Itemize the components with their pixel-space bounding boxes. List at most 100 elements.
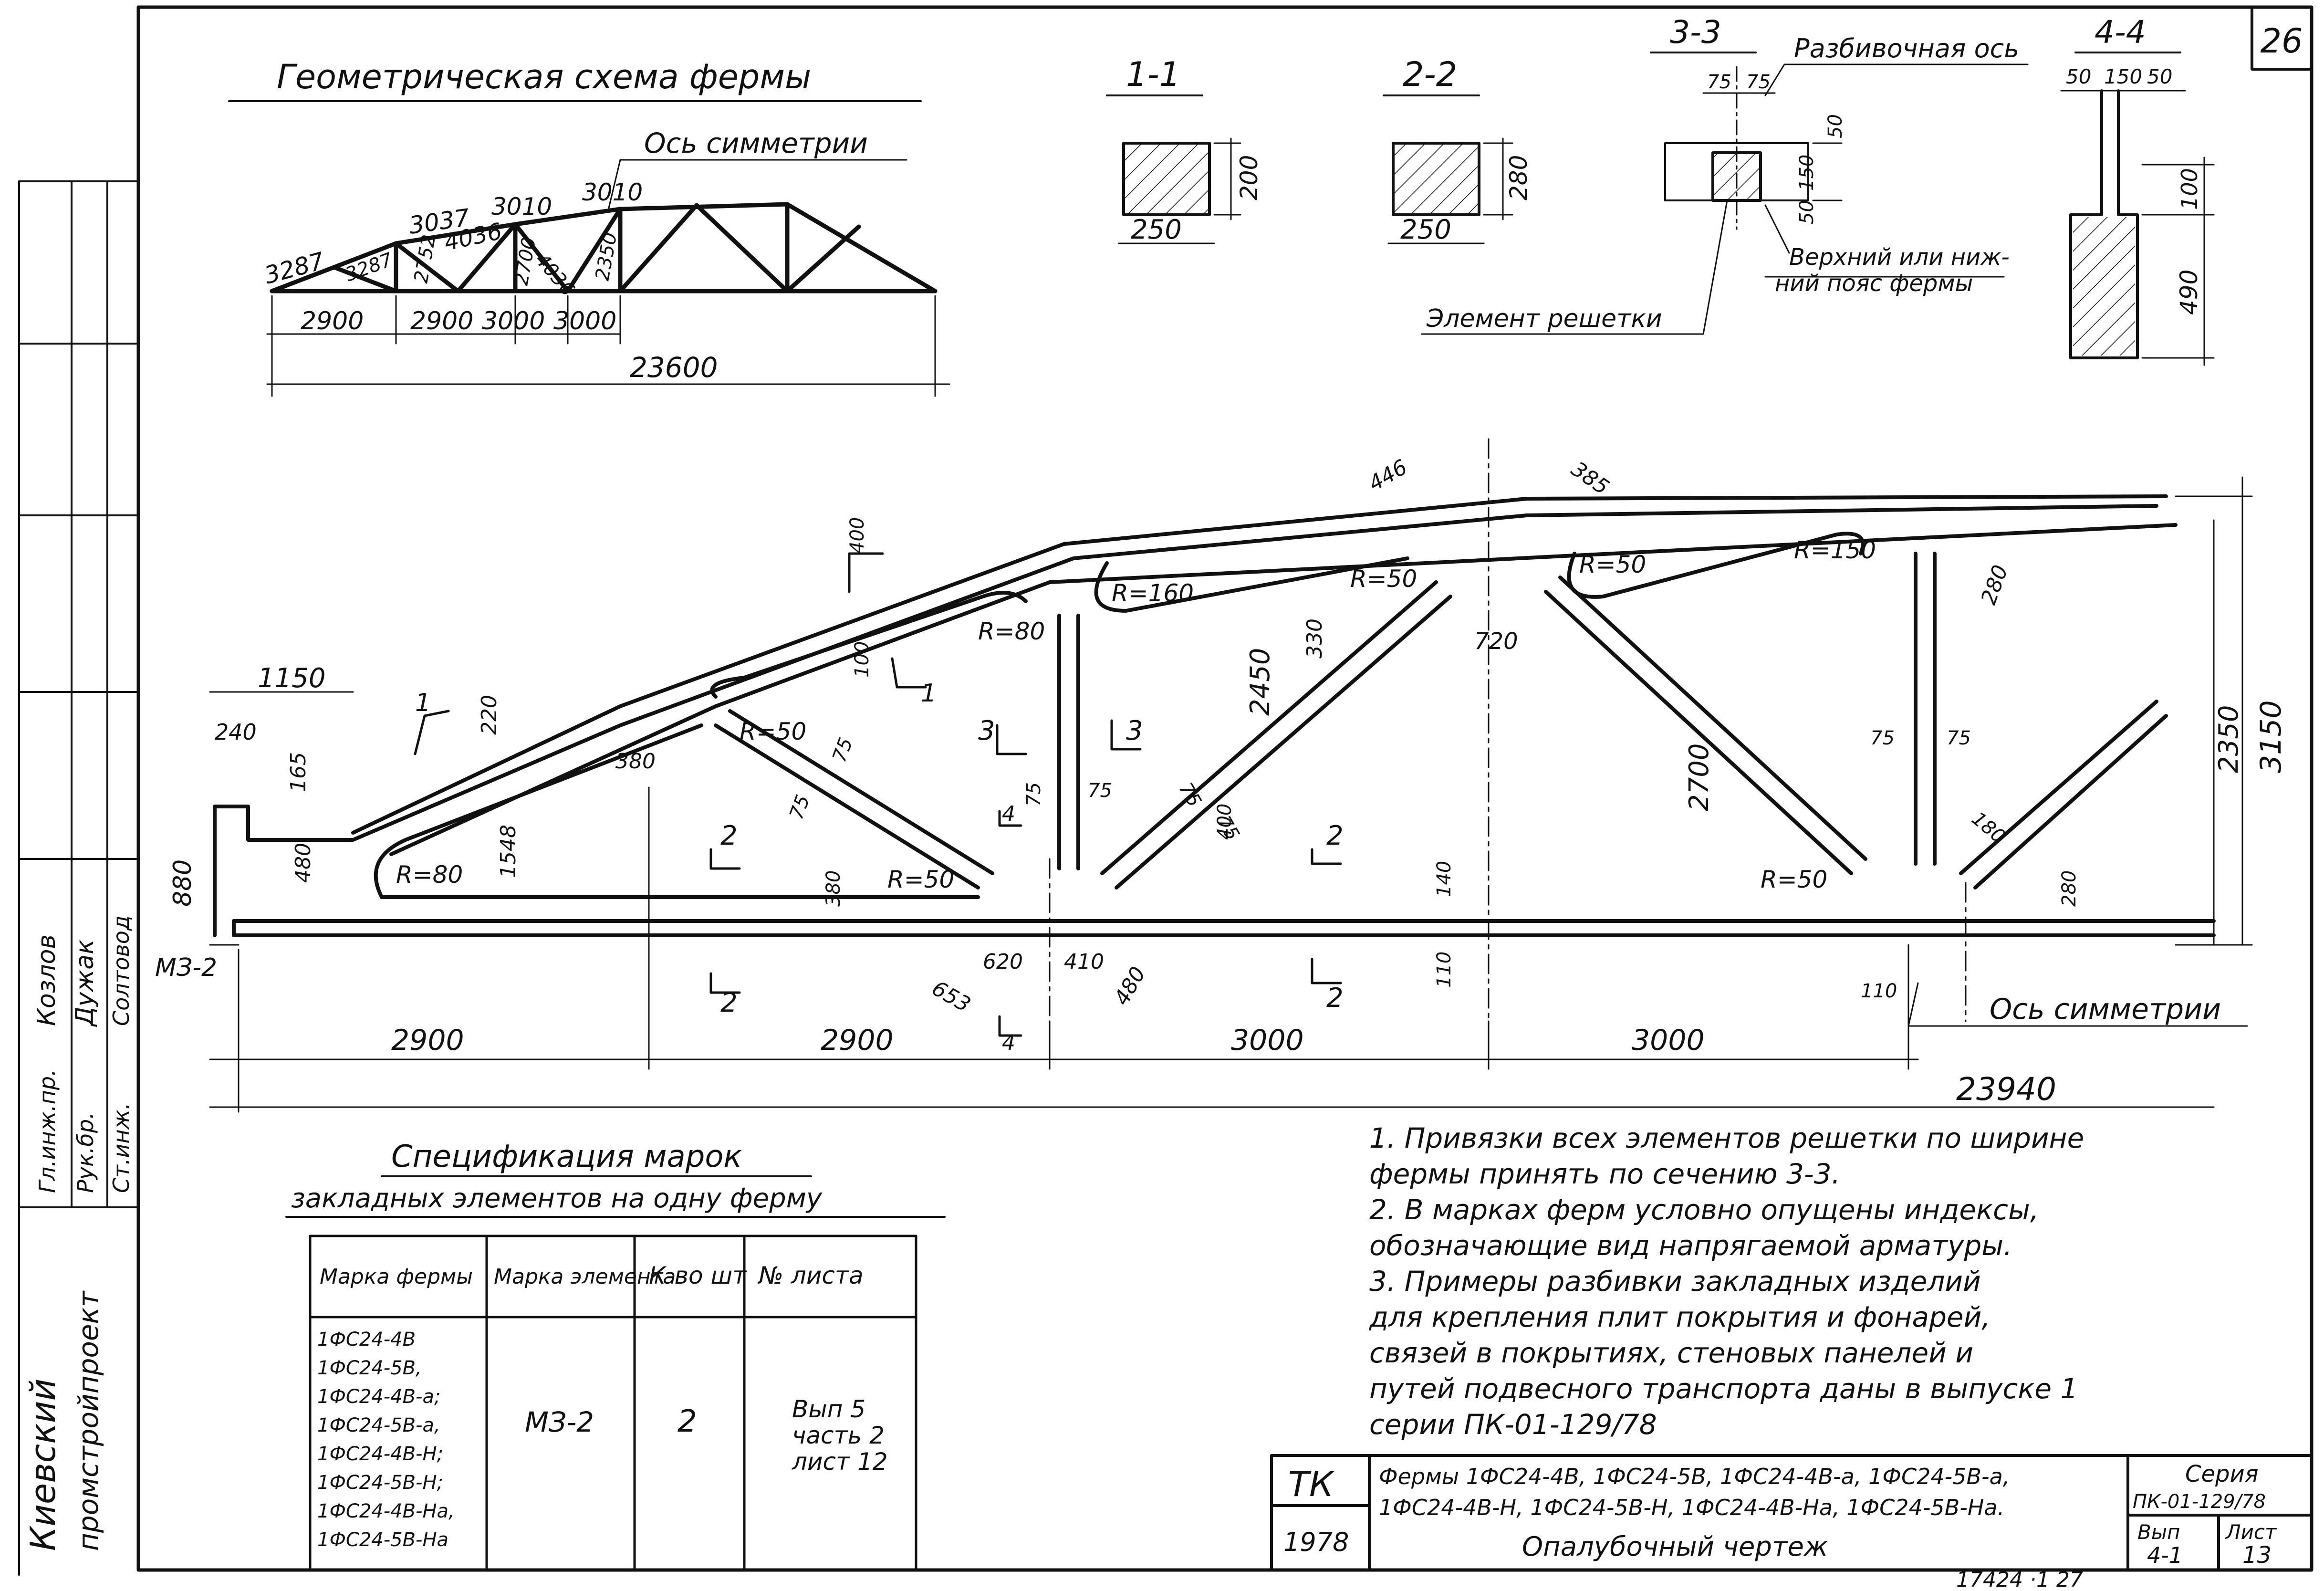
dim-110-a: 110 <box>1433 952 1455 988</box>
stamp-role-1: Гл.инж.пр. <box>34 1069 60 1193</box>
dim-400: 400 <box>846 517 868 554</box>
spec-truss-mark-4: 1ФС24-5В-а, <box>317 1414 440 1436</box>
spec-truss-mark-5: 1ФС24-4В-Н; <box>317 1443 443 1465</box>
dim-165: 165 <box>286 752 311 792</box>
specification: Спецификация марок закладных элементов н… <box>285 1139 946 1571</box>
scheme-total: 23600 <box>630 351 718 384</box>
spec-header-element-mark: Марка элемента <box>494 1265 676 1289</box>
title-block-code: ТК <box>1288 1464 1335 1504</box>
title-block-subtitle: Опалубочный чертеж <box>1522 1531 1828 1562</box>
radius-label-6: R=50 <box>887 866 954 893</box>
section-3-3-offset-1: 75 <box>1707 71 1731 93</box>
radius-label-4: R=160 <box>1112 579 1194 607</box>
scheme-chord-4: 3010 <box>582 178 643 206</box>
dim-140: 140 <box>1433 861 1455 897</box>
title-block-issue-value: 4-1 <box>2147 1542 2183 1568</box>
cut-3-b: 3 <box>1126 715 1143 746</box>
title-block-sheet-label: Лист <box>2225 1520 2277 1544</box>
cut-2-d: 2 <box>1326 983 1344 1014</box>
title-block-series-label: Серия <box>2185 1461 2259 1487</box>
note-line-1: 1. Привязки всех элементов решетки по ши… <box>1369 1122 2084 1154</box>
stamp-name-1: Козлов <box>32 934 61 1026</box>
dim-240: 240 <box>215 719 257 745</box>
cut-2-a: 2 <box>720 820 738 851</box>
page-number: 26 <box>2260 21 2303 61</box>
scheme-panel-2: 2900 <box>410 307 473 335</box>
section-1-1-width: 250 <box>1131 214 1182 245</box>
spec-sheet-ref-3: лист 12 <box>792 1448 888 1476</box>
section-3-3-label: 3-3 <box>1670 14 1721 51</box>
specification-subtitle: закладных элементов на одну ферму <box>291 1183 823 1214</box>
dim-480-bottom: 480 <box>1109 963 1150 1009</box>
radius-label-3: R=80 <box>396 861 463 889</box>
dim-720: 720 <box>1474 628 1518 655</box>
elevation-height-3: 2350 <box>2213 705 2244 773</box>
section-4-4-label: 4-4 <box>2095 14 2146 51</box>
cut-2-b: 2 <box>720 987 738 1018</box>
dim-400-b: 400 <box>1214 804 1236 840</box>
section-4-4-dim-1: 50 <box>2066 65 2091 88</box>
scheme-chord-3: 3010 <box>491 193 552 220</box>
note-line-3: 2. В марках ферм условно опущены индексы… <box>1369 1193 2039 1226</box>
section-3-3-chord-note-1: Верхний или ниж- <box>1789 244 2010 271</box>
title-block-sheet-value: 13 <box>2242 1542 2272 1569</box>
dim-100: 100 <box>851 641 873 678</box>
dim-220: 220 <box>477 695 501 735</box>
note-line-7: связей в покрытиях, стеновых панелей и <box>1369 1337 1973 1369</box>
cut-4-b: 4 <box>1002 1031 1015 1055</box>
title-block-year: 1978 <box>1283 1527 1349 1557</box>
elevation-span-3: 3000 <box>1231 1024 1304 1057</box>
section-2-2: 2-2 250 280 <box>1383 55 1532 245</box>
dim-620: 620 <box>983 950 1023 974</box>
section-3-3-dim-3: 50 <box>1796 200 1818 224</box>
section-2-2-height: 280 <box>1505 155 1532 200</box>
radius-label-9: R=50 <box>1761 866 1827 893</box>
note-line-8: путей подвесного транспорта даны в выпус… <box>1369 1372 2078 1405</box>
dim-180: 180 <box>1968 807 2010 848</box>
dim-380-a: 380 <box>615 749 656 774</box>
stamp-org-line-2: промстройпроект <box>72 1290 104 1551</box>
elevation-symmetry-axis: Ось симметрии <box>1990 993 2221 1026</box>
dim-280-a: 280 <box>1976 562 2013 607</box>
dim-330: 330 <box>1303 618 1327 659</box>
section-4-4-height-body: 490 <box>2175 270 2203 315</box>
spec-truss-mark-7: 1ФС24-4В-На, <box>317 1500 455 1522</box>
title-block-series-value: ПК-01-129/78 <box>2133 1491 2266 1513</box>
spec-quantity: 2 <box>677 1404 697 1439</box>
spec-truss-mark-8: 1ФС24-5В-На <box>317 1529 448 1551</box>
section-4-4: 4-4 50 150 50 100 490 <box>2060 14 2215 366</box>
cut-3-a: 3 <box>978 715 995 746</box>
specification-title: Спецификация марок <box>391 1139 742 1174</box>
dim-75-c: 75 <box>1023 782 1045 806</box>
elevation-overall: 23940 <box>1956 1071 2056 1108</box>
dim-75-b: 75 <box>785 792 814 823</box>
note-line-4: обозначающие вид напрягаемой арматуры. <box>1369 1229 2012 1262</box>
scheme-panel-4: 3000 <box>553 307 616 335</box>
dim-1150: 1150 <box>258 663 326 694</box>
spec-header-sheet: № листа <box>757 1262 864 1289</box>
dim-653: 653 <box>928 976 975 1017</box>
side-stamp: Киевский промстройпроект Гл.инж.пр. Рук.… <box>23 915 134 1551</box>
stamp-name-2: Дужак <box>71 939 99 1027</box>
elevation-span-4: 3000 <box>1632 1024 1705 1057</box>
section-3-3: 3-3 Разбивочная ось 75 75 50 150 50 Верх… <box>1421 14 2029 335</box>
elevation-height-4: 3150 <box>2254 700 2288 773</box>
section-1-1-label: 1-1 <box>1126 55 1180 94</box>
elevation-height-1: 2450 <box>1245 648 1276 716</box>
radius-label-8: R=50 <box>1579 551 1646 578</box>
stamp-name-3: Солтовод <box>108 915 134 1026</box>
cut-2-c: 2 <box>1326 820 1344 851</box>
section-3-3-offset-2: 75 <box>1746 71 1771 93</box>
note-line-2: фермы принять по сечению 3-3. <box>1369 1158 1840 1190</box>
radius-label-5: R=50 <box>1350 565 1417 593</box>
dim-1548: 1548 <box>496 825 521 878</box>
section-3-3-chord-note-2: ний пояс фермы <box>1775 270 1973 297</box>
spec-truss-mark-2: 1ФС24-5В, <box>317 1357 422 1379</box>
spec-header-quantity: К-во шт <box>649 1262 747 1289</box>
spec-element-mark: МЗ-2 <box>525 1406 594 1438</box>
elevation-embedded-mark: МЗ-2 <box>155 953 217 982</box>
elevation-height-2: 2700 <box>1684 743 1715 811</box>
section-3-3-element-note: Элемент решетки <box>1426 304 1662 333</box>
dim-110-b: 110 <box>1861 980 1897 1002</box>
